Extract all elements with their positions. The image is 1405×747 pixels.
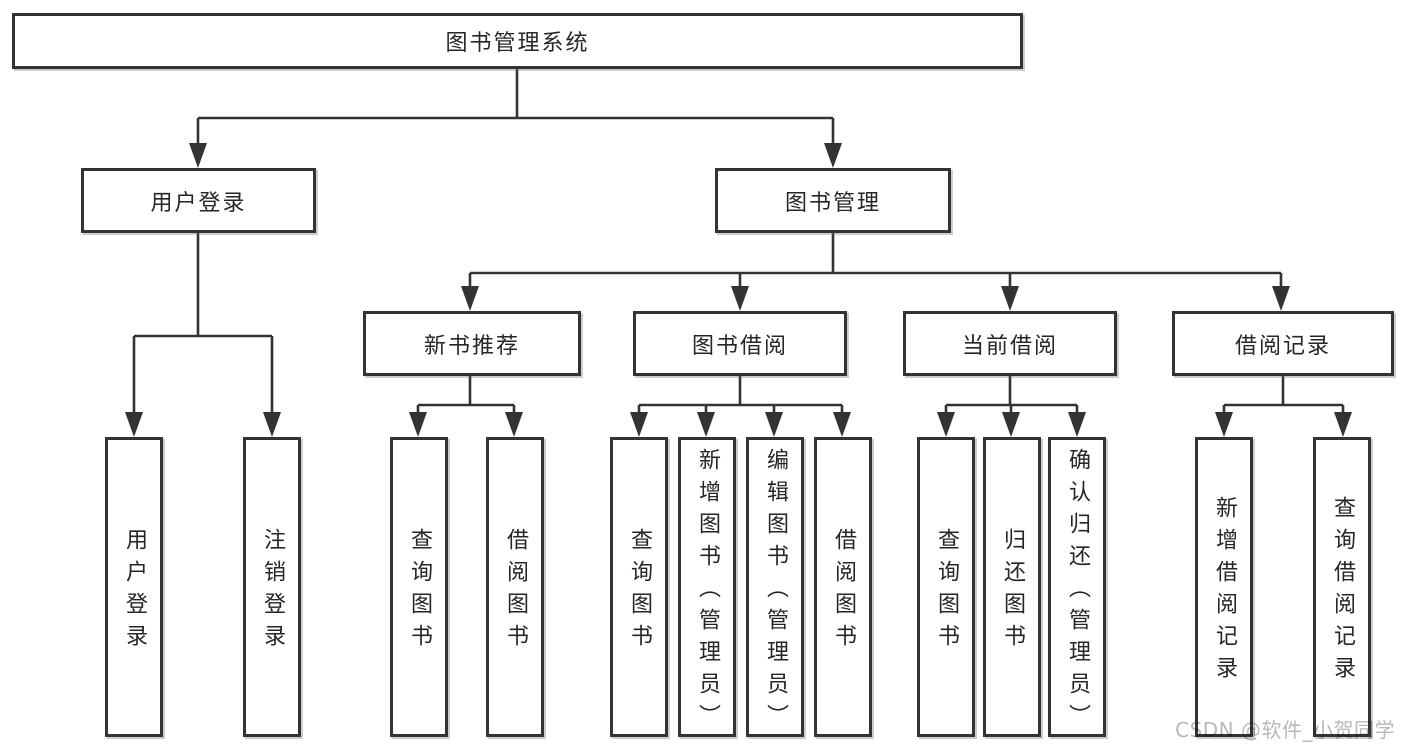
leaf-query-books-current: 查询图书: [917, 437, 975, 737]
leaf-borrow-books-borrowing-label: 借阅图书: [831, 528, 856, 656]
leaf-user-login: 用户登录: [105, 437, 163, 737]
leaf-borrow-books-recommend: 借阅图书: [486, 437, 544, 737]
leaf-edit-books-admin-label: 编辑图书（管理员）: [763, 448, 788, 736]
leaf-query-books-current-label: 查询图书: [934, 528, 959, 656]
leaf-add-books-admin-label: 新增图书（管理员）: [695, 448, 720, 736]
arrowheads: [125, 143, 1352, 437]
leaf-query-books-borrowing-label: 查询图书: [627, 528, 652, 656]
group-borrow-records-label: 借阅记录: [1234, 333, 1331, 359]
leaf-borrow-books-recommend-label: 借阅图书: [503, 528, 528, 656]
group-current-borrowing: 当前借阅: [903, 311, 1117, 376]
leaf-borrow-books-borrowing: 借阅图书: [814, 437, 872, 737]
group-new-book-recommend-label: 新书推荐: [423, 333, 520, 359]
root-node-library-system: 图书管理系统: [12, 13, 1023, 69]
leaf-add-books-admin: 新增图书（管理员）: [678, 437, 736, 737]
connector-paths: [132, 69, 1345, 414]
leaf-edit-books-admin: 编辑图书（管理员）: [746, 437, 804, 737]
leaf-add-borrow-record-label: 新增借阅记录: [1212, 496, 1237, 688]
leaf-return-books: 归还图书: [983, 437, 1041, 737]
group-new-book-recommend: 新书推荐: [363, 311, 581, 376]
leaf-query-borrow-record-label: 查询借阅记录: [1330, 496, 1355, 688]
leaf-query-books-borrowing: 查询图书: [610, 437, 668, 737]
leaf-logout: 注销登录: [243, 437, 301, 737]
branch-book-management: 图书管理: [715, 168, 951, 233]
leaf-confirm-return-admin: 确认归还（管理员）: [1048, 437, 1106, 737]
leaf-add-borrow-record: 新增借阅记录: [1195, 437, 1253, 737]
csdn-watermark: CSDN @软件_小贺同学: [1175, 718, 1395, 742]
group-book-borrowing: 图书借阅: [633, 311, 847, 376]
leaf-logout-label: 注销登录: [260, 528, 285, 656]
leaf-query-books-recommend-label: 查询图书: [407, 528, 432, 656]
leaf-query-books-recommend: 查询图书: [390, 437, 448, 737]
group-current-borrowing-label: 当前借阅: [961, 333, 1058, 359]
leaf-confirm-return-admin-label: 确认归还（管理员）: [1065, 448, 1090, 736]
branch-user-login: 用户登录: [81, 168, 316, 233]
leaf-user-login-label: 用户登录: [122, 528, 147, 656]
leaf-return-books-label: 归还图书: [1000, 528, 1025, 656]
group-book-borrowing-label: 图书借阅: [691, 333, 788, 359]
branch-user-login-label: 用户登录: [150, 190, 247, 216]
leaf-query-borrow-record: 查询借阅记录: [1313, 437, 1371, 737]
root-label: 图书管理系统: [445, 31, 590, 56]
branch-book-management-label: 图书管理: [784, 190, 881, 216]
group-borrow-records: 借阅记录: [1172, 311, 1394, 376]
